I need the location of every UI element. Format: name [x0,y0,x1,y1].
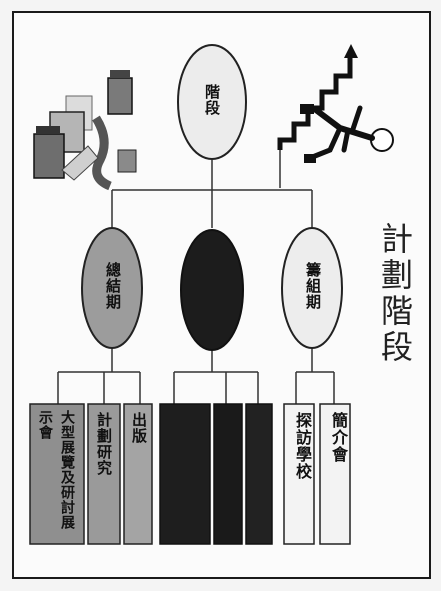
child-label-school-visit: 探訪學校 [293,412,312,480]
phase-node-summary [81,227,143,349]
child-label-publication: 出版 [130,412,148,444]
root-label: 階段 [203,84,221,116]
child-box-dark [159,403,211,545]
phase-label-preparation: 籌組期 [304,262,322,310]
child-box-dark [245,403,273,545]
running-figure-on-stairs-illustration [277,44,394,163]
building-blocks-illustration [33,70,137,191]
child-box-school-visit [283,403,315,545]
phase-node-preparation [281,227,343,349]
child-box-exhibition [29,403,85,545]
child-box-dark [213,403,243,545]
connector-lines [57,150,335,404]
phase-label-summary: 總結期 [104,262,122,310]
root-node [177,44,247,160]
child-label-research: 計劃研究 [95,412,113,476]
child-label-exhibition: 大型展覽及研討展示會 [37,410,75,530]
phase-node-middle [180,229,244,351]
child-label-briefing: 簡介會 [329,412,348,463]
child-box-publication [123,403,153,545]
child-box-research [87,403,121,545]
child-box-briefing [319,403,351,545]
page-title: 計劃階段 [376,222,414,366]
